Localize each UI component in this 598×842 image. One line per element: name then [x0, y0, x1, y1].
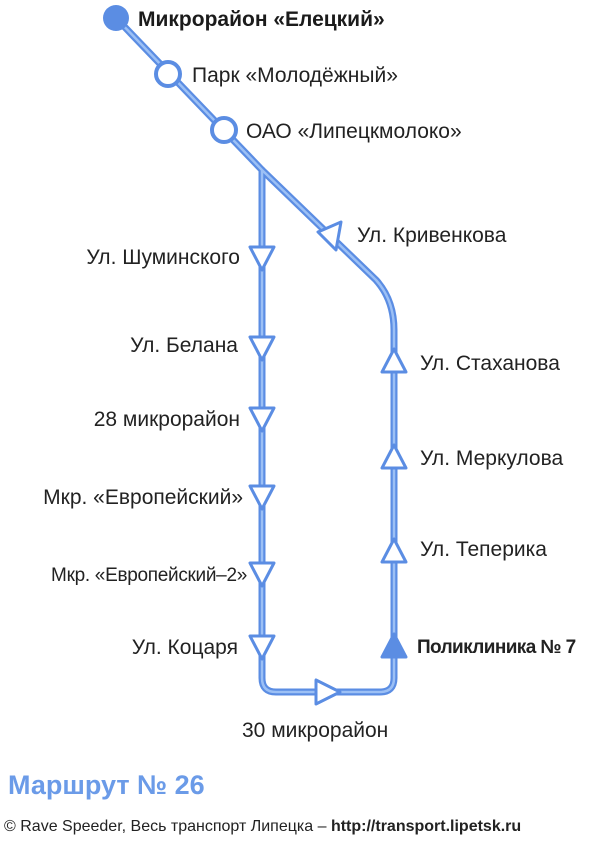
- stop-marker-evropeysky[interactable]: [248, 484, 276, 511]
- route-left-branch-line: [258, 166, 398, 696]
- stop-marker-mkr30[interactable]: [314, 678, 342, 706]
- route-line-group: [112, 14, 398, 696]
- stop-label-mkr28: 28 микрорайон: [94, 408, 240, 431]
- stop-label-stakhanova: Ул. Стаханова: [420, 352, 560, 375]
- stop-label-eletsky: Микрорайон «Елецкий»: [138, 8, 385, 31]
- stop-marker-kotsarya[interactable]: [248, 634, 276, 661]
- stop-label-kotsarya: Ул. Коцаря: [132, 636, 238, 659]
- stop-marker-stakhanova[interactable]: [380, 347, 408, 374]
- route-line-highlight: [114, 16, 396, 694]
- copyright-link[interactable]: http://transport.lipetsk.ru: [330, 818, 522, 835]
- stop-label-krivenkova: Ул. Кривенкова: [357, 224, 507, 247]
- stop-labels: Микрорайон «Елецкий» Парк «Молодёжный» О…: [43, 8, 576, 742]
- stop-marker-poliklinika[interactable]: [380, 632, 408, 659]
- copyright-footer: © Rave Speeder, Весь транспорт Липецка –…: [4, 818, 521, 836]
- stop-marker-teperika[interactable]: [380, 537, 408, 564]
- direction-arrows-right: [380, 347, 408, 564]
- copyright-credit: © Rave Speeder, Весь транспорт Липецка –: [4, 818, 331, 835]
- stop-label-teperika: Ул. Теперика: [420, 538, 547, 561]
- stop-label-park: Парк «Молодёжный»: [192, 64, 398, 87]
- stop-marker-park[interactable]: [154, 60, 182, 88]
- stop-label-oao: ОАО «Липецкмолоко»: [246, 120, 462, 143]
- stop-marker-oao[interactable]: [210, 116, 238, 144]
- stop-label-belana: Ул. Белана: [130, 334, 238, 357]
- stop-marker-shuminsky[interactable]: [248, 245, 276, 272]
- stop-label-shuminsky: Ул. Шуминского: [86, 246, 240, 269]
- stop-marker-evropeysky2[interactable]: [248, 561, 276, 588]
- stop-label-evropeysky2: Мкр. «Европейский–2»: [51, 565, 247, 586]
- stop-label-poliklinika: Поликлиника № 7: [417, 637, 576, 658]
- direction-arrows-left: [248, 245, 276, 661]
- stop-label-merkulova: Ул. Меркулова: [420, 447, 563, 470]
- stop-label-evropeysky: Мкр. «Европейский»: [43, 486, 243, 509]
- terminal-stop-marker[interactable]: [103, 5, 129, 31]
- stop-label-mkr30: 30 микрорайон: [242, 719, 388, 742]
- stop-marker-mkr28[interactable]: [248, 406, 276, 433]
- route-title: Маршрут № 26: [8, 770, 205, 800]
- stop-marker-merkulova[interactable]: [380, 443, 408, 470]
- stop-marker-krivenkova[interactable]: [316, 220, 343, 252]
- stop-marker-belana[interactable]: [248, 335, 276, 362]
